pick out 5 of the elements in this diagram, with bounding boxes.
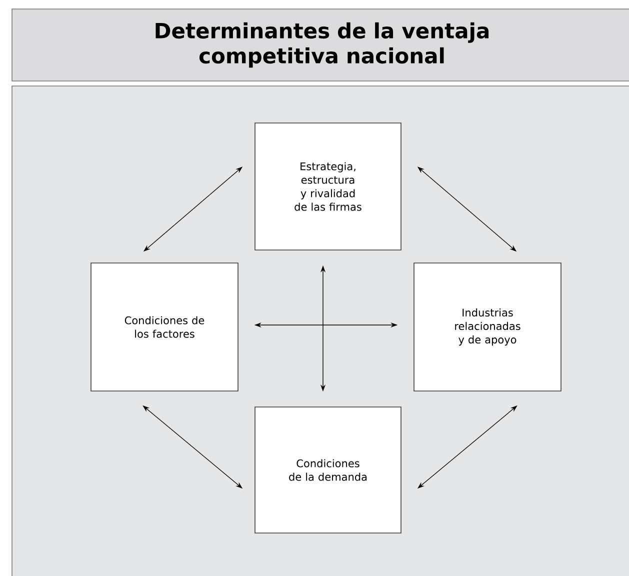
- factor-box: Condiciones de la demanda: [254, 406, 402, 534]
- factor-box: Estrategia, estructura y rivalidad de las firmas: [254, 122, 402, 250]
- factor-box: Condiciones de los factores: [90, 262, 238, 392]
- title-band: Determinantes de la ventaja competitiva nacional: [12, 8, 629, 82]
- factor-box: Industrias relacionadas y de apoyo: [414, 262, 562, 392]
